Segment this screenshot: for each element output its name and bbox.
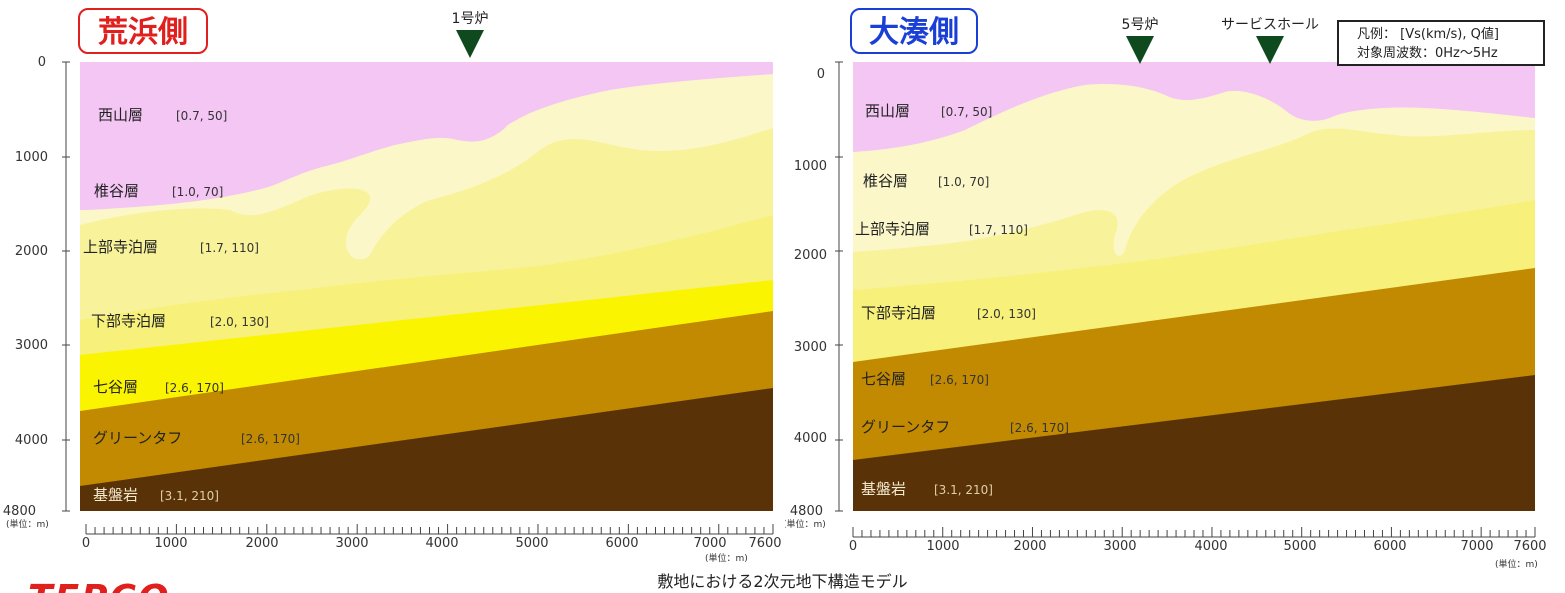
right-dist-tick-4000: 4000 <box>1194 539 1227 554</box>
left-dist-unit: (単位：m) <box>705 552 748 564</box>
left-layer-param-shiiya: [1.0, 70] <box>172 185 223 199</box>
unit1-marker: 1号炉 <box>440 8 500 58</box>
right-depth-axis <box>835 61 843 512</box>
unit1-triangle-icon <box>456 30 484 58</box>
legend-line-2: 対象周波数：0Hz～5Hz <box>1357 46 1498 61</box>
left-layer-label-upper-teradomari: 上部寺泊層 <box>83 238 158 256</box>
tepco-logo: TEPCO <box>28 578 188 593</box>
left-dist-tick-7600: 7600 <box>748 536 781 551</box>
right-dist-tick-5000: 5000 <box>1283 539 1316 554</box>
right-layer-param-lower-teradomari: [2.0, 130] <box>977 307 1036 321</box>
right-layer-label-nanatani: 七谷層 <box>861 370 906 388</box>
right-layer-param-basement: [3.1, 210] <box>934 483 993 497</box>
right-dist-tick-7000: 7000 <box>1460 539 1493 554</box>
right-depth-tick-1000: 1000 <box>794 159 827 174</box>
left-distance-axis <box>85 524 774 535</box>
right-layer-nishiyama <box>853 62 1535 152</box>
service-hole-marker: サービスホール <box>1200 14 1340 64</box>
arahama-side-tag: 荒浜側 <box>78 8 208 54</box>
unit1-label: 1号炉 <box>451 11 489 27</box>
left-depth-axis <box>62 61 70 512</box>
left-layer-label-green-tuff: グリーンタフ <box>93 429 182 447</box>
right-layer-label-nishiyama: 西山層 <box>865 102 910 120</box>
service-hole-triangle-icon <box>1256 36 1284 64</box>
left-dist-tick-7000: 7000 <box>693 536 726 551</box>
legend-box: 凡例： [Vs(km/s), Q値] 対象周波数：0Hz～5Hz <box>1337 20 1545 66</box>
left-dist-tick-3000: 3000 <box>335 536 368 551</box>
right-dist-tick-6000: 6000 <box>1373 539 1406 554</box>
right-depth-tick-2000: 2000 <box>794 248 827 263</box>
right-depth-tick-0: 0 <box>817 67 825 82</box>
right-dist-tick-1000: 1000 <box>926 539 959 554</box>
left-layer-param-nanatani: [2.6, 170] <box>165 381 224 395</box>
left-dist-tick-5000: 5000 <box>515 536 548 551</box>
right-layer-param-nanatani: [2.6, 170] <box>930 373 989 387</box>
left-layer-label-nanatani: 七谷層 <box>93 378 138 396</box>
left-dist-tick-6000: 6000 <box>605 536 638 551</box>
right-depth-tick-4800: 4800 <box>790 504 823 519</box>
service-hole-label: サービスホール <box>1221 17 1319 33</box>
left-dist-tick-0: 0 <box>82 536 90 551</box>
right-depth-tick-4000: 4000 <box>794 431 827 446</box>
right-layer-label-basement: 基盤岩 <box>861 480 906 498</box>
left-depth-tick-4000: 4000 <box>15 433 48 448</box>
left-layer-label-nishiyama: 西山層 <box>98 106 143 124</box>
left-depth-tick-1000: 1000 <box>15 150 48 165</box>
ominato-side-tag: 大湊側 <box>850 8 978 54</box>
left-depth-tick-0: 0 <box>38 55 46 70</box>
right-layer-param-green-tuff: [2.6, 170] <box>1010 421 1069 435</box>
right-dist-tick-0: 0 <box>849 539 857 554</box>
left-layer-param-green-tuff: [2.6, 170] <box>241 432 300 446</box>
left-dist-tick-1000: 1000 <box>154 536 187 551</box>
left-section-diagram: 0 1000 2000 3000 4000 4800 (単位：m) 0 1000… <box>3 55 782 564</box>
right-layer-label-shiiya: 椎谷層 <box>863 172 908 190</box>
right-section-diagram: 0 1000 2000 3000 4000 4800 (単位：m) 0 1000… <box>785 61 1547 570</box>
right-dist-tick-2000: 2000 <box>1013 539 1046 554</box>
right-layer-param-nishiyama: [0.7, 50] <box>941 105 992 119</box>
left-depth-unit: (単位：m) <box>6 518 49 530</box>
left-dist-tick-4000: 4000 <box>425 536 458 551</box>
right-dist-unit: (単位：m) <box>1495 558 1538 570</box>
unit5-label: 5号炉 <box>1121 17 1159 33</box>
left-layer-param-lower-teradomari: [2.0, 130] <box>210 315 269 329</box>
right-layer-param-upper-teradomari: [1.7, 110] <box>969 223 1028 237</box>
tepco-logo-text: TEPCO <box>28 578 188 593</box>
left-layer-label-shiiya: 椎谷層 <box>94 182 139 200</box>
left-depth-tick-2000: 2000 <box>15 244 48 259</box>
right-layer-param-shiiya: [1.0, 70] <box>938 175 989 189</box>
left-layer-param-basement: [3.1, 210] <box>160 489 219 503</box>
right-layer-label-green-tuff: グリーンタフ <box>861 418 950 436</box>
left-layer-label-lower-teradomari: 下部寺泊層 <box>91 312 166 330</box>
unit5-marker: 5号炉 <box>1110 14 1170 64</box>
left-depth-tick-4800: 4800 <box>3 504 36 519</box>
right-dist-tick-7600: 7600 <box>1513 539 1546 554</box>
figure-caption: 敷地における2次元地下構造モデル <box>657 572 908 591</box>
left-layer-label-basement: 基盤岩 <box>93 486 138 504</box>
right-depth-unit: (単位：m) <box>785 518 826 530</box>
right-layer-label-upper-teradomari: 上部寺泊層 <box>855 220 930 238</box>
left-dist-tick-2000: 2000 <box>245 536 278 551</box>
left-layer-param-nishiyama: [0.7, 50] <box>176 109 227 123</box>
right-depth-tick-3000: 3000 <box>794 340 827 355</box>
right-dist-tick-3000: 3000 <box>1103 539 1136 554</box>
unit5-triangle-icon <box>1126 36 1154 64</box>
right-distance-axis <box>852 527 1536 538</box>
legend-line-1: 凡例： [Vs(km/s), Q値] <box>1357 27 1499 42</box>
left-depth-tick-3000: 3000 <box>15 338 48 353</box>
right-layer-shiiya <box>853 62 1535 256</box>
right-layer-label-lower-teradomari: 下部寺泊層 <box>861 304 936 322</box>
left-layer-param-upper-teradomari: [1.7, 110] <box>200 241 259 255</box>
left-layer-nishiyama-top <box>80 62 773 200</box>
